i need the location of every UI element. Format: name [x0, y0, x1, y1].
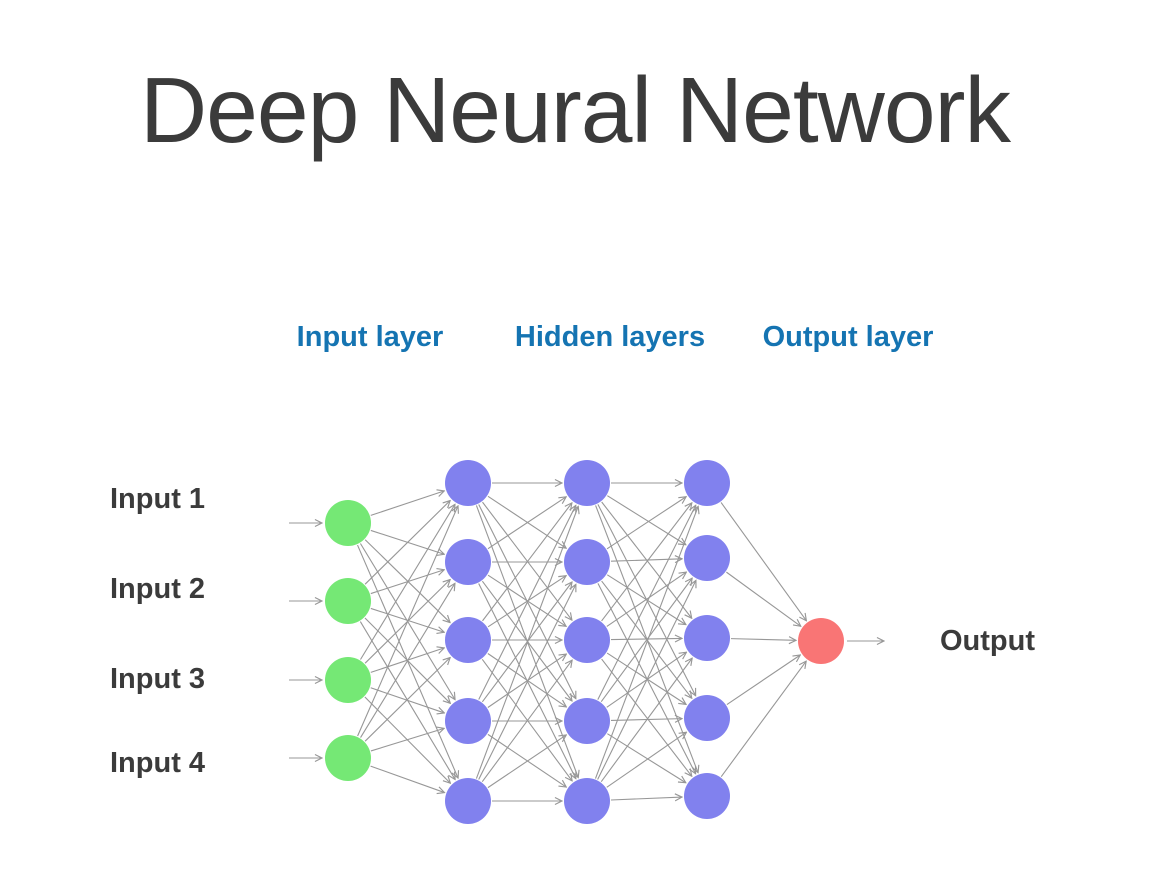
input-node-1 — [325, 500, 371, 546]
hidden-3-node-4 — [684, 695, 730, 741]
output-layer-label: Output layer — [762, 321, 934, 353]
input-1-label: Input 1 — [110, 483, 206, 515]
input-4-label: Input 4 — [110, 747, 206, 779]
hidden-2-node-5 — [564, 778, 610, 824]
hidden-3-node-5 — [684, 773, 730, 819]
output-label: Output — [940, 625, 1036, 657]
input-layer-label: Input layer — [296, 321, 444, 353]
hidden-2-node-1 — [564, 460, 610, 506]
hidden-2-node-2 — [564, 539, 610, 585]
hidden-2-node-4 — [564, 698, 610, 744]
hidden-1-node-3 — [445, 617, 491, 663]
hidden-3-node-2 — [684, 535, 730, 581]
input-2-label: Input 2 — [110, 573, 206, 605]
input-node-4 — [325, 735, 371, 781]
hidden-1-node-5 — [445, 778, 491, 824]
network-nodes — [325, 460, 844, 824]
hidden-1-node-1 — [445, 460, 491, 506]
input-3-label: Input 3 — [110, 663, 206, 695]
page-title: Deep Neural Network — [139, 58, 1011, 162]
hidden-1-node-4 — [445, 698, 491, 744]
hidden-3-node-3 — [684, 615, 730, 661]
connection-edges — [289, 483, 884, 801]
input-node-2 — [325, 578, 371, 624]
hidden-3-node-1 — [684, 460, 730, 506]
input-node-3 — [325, 657, 371, 703]
output-node-1 — [798, 618, 844, 664]
hidden-1-node-2 — [445, 539, 491, 585]
hidden-2-node-3 — [564, 617, 610, 663]
hidden-layers-label: Hidden layers — [514, 321, 706, 353]
